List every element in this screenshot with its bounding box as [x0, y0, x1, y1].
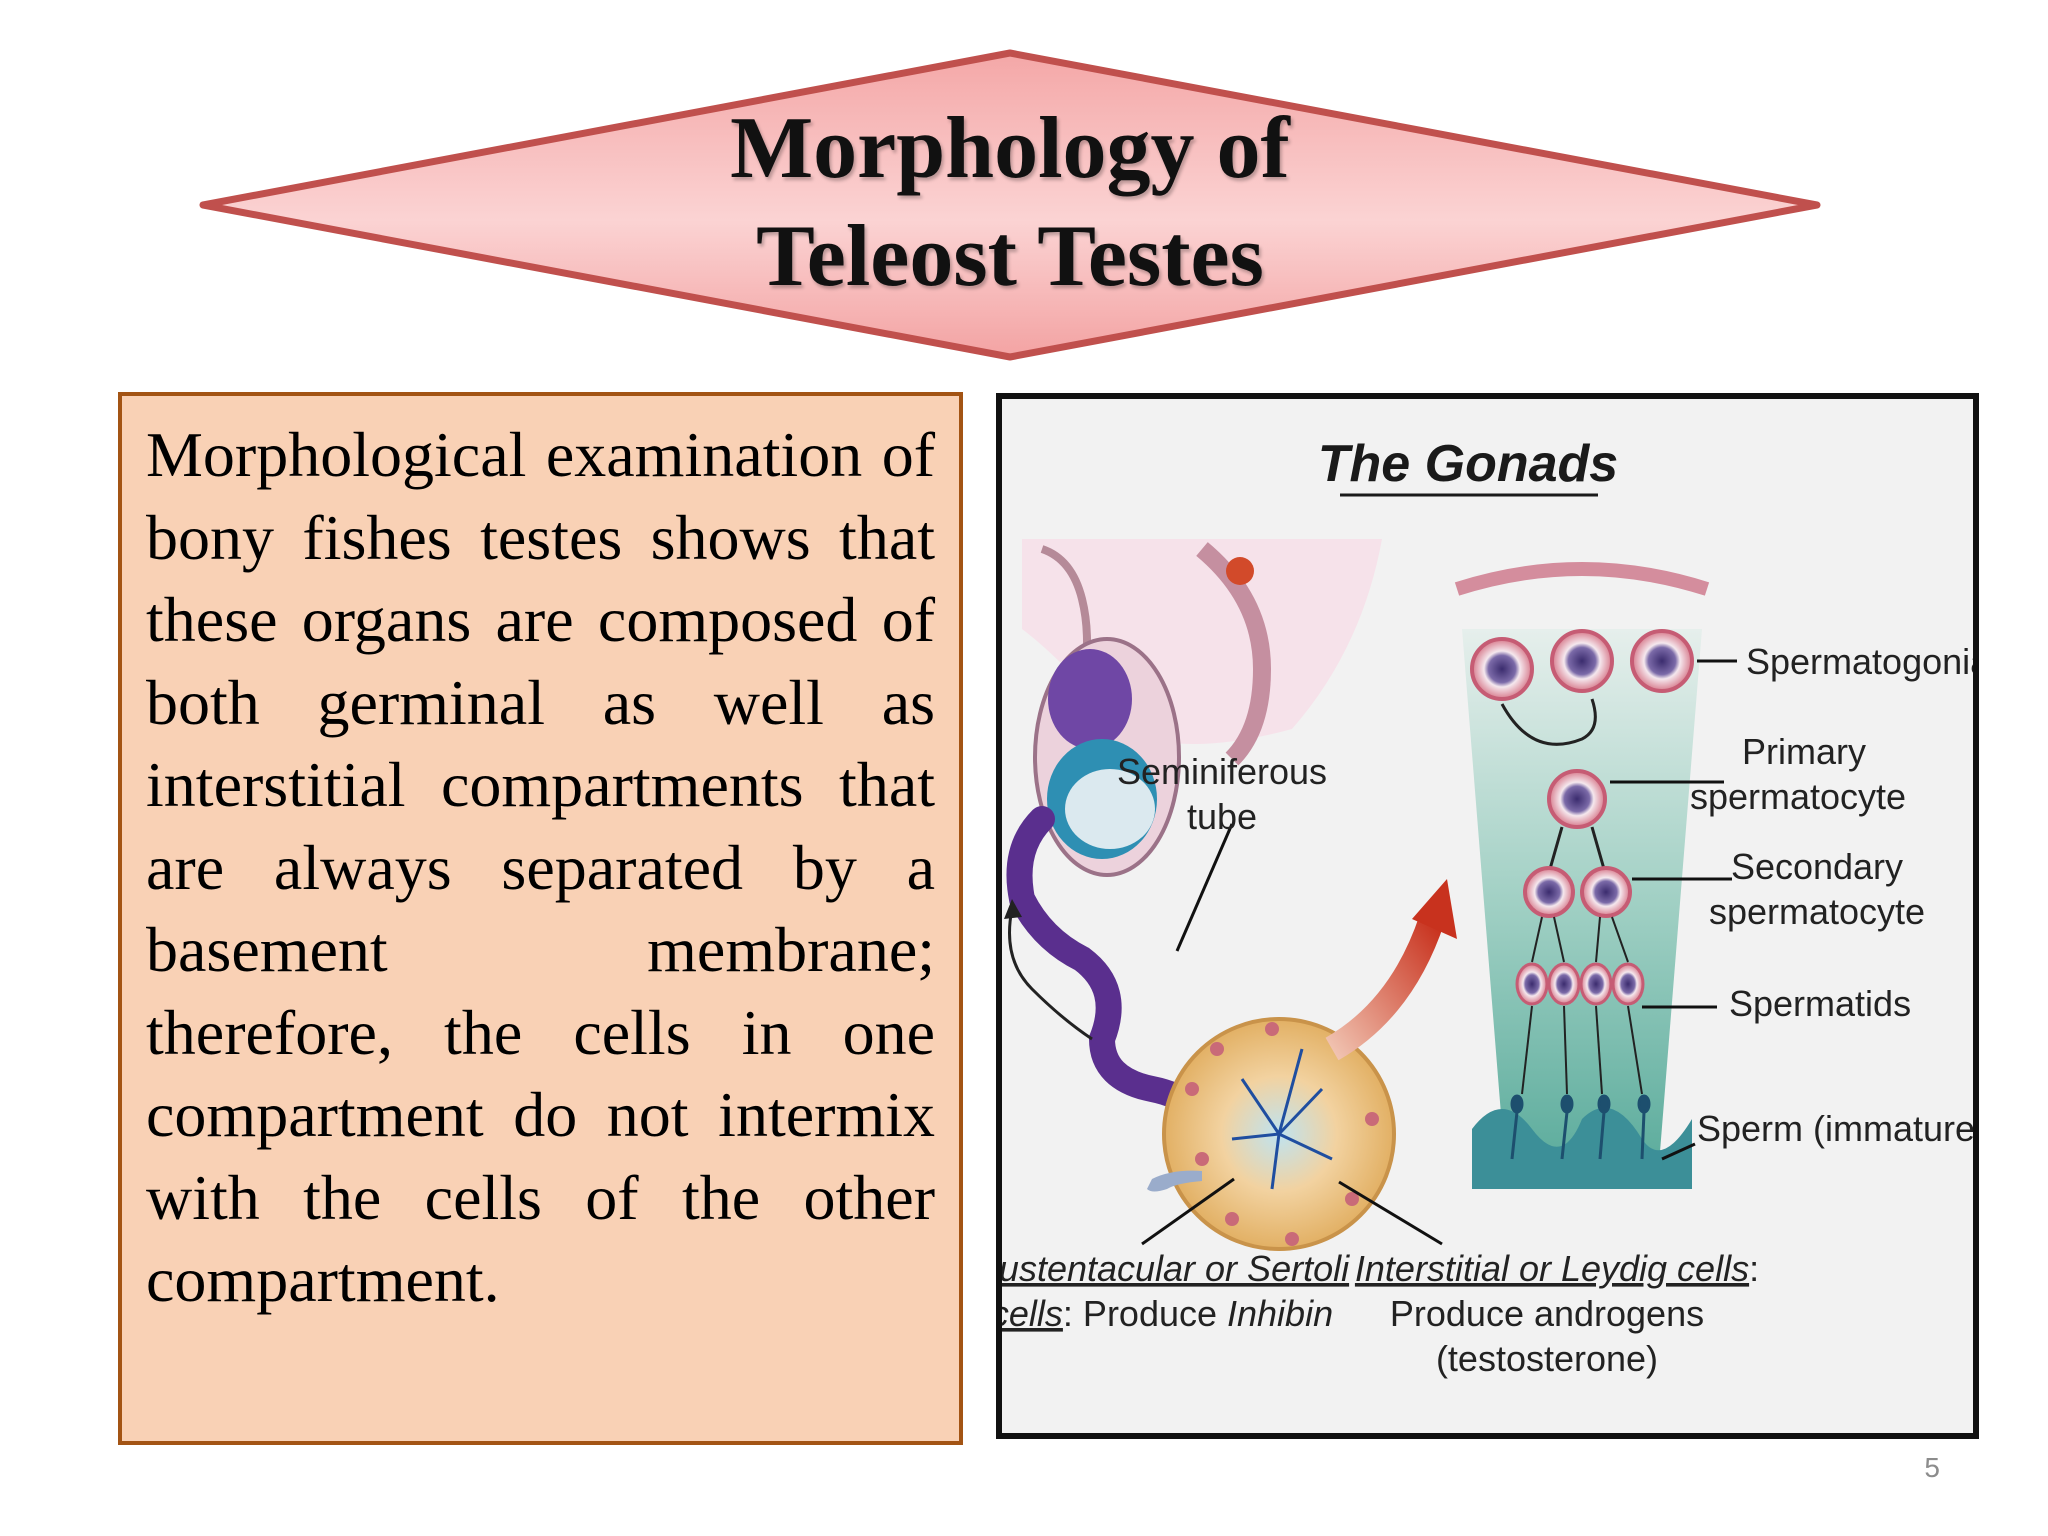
pointing-hand-icon [1147, 1170, 1202, 1192]
body-paragraph: Morphological examination of bony fishes… [146, 419, 935, 1315]
leader-lines [1141, 659, 1737, 1246]
magnify-arrow [1325, 914, 1445, 1061]
label-seminiferous: Seminiferous [1117, 751, 1327, 792]
label-inhibin: Inhibin [1227, 1293, 1333, 1334]
division-line [1548, 826, 1564, 870]
title-diamond-shape [199, 49, 1821, 361]
testis-inner-highlight [1065, 769, 1155, 849]
spermatid-arrows [1521, 916, 1643, 1095]
title-line-1: Morphology of [730, 100, 1290, 197]
label-primary-spermatocyte: spermatocyte [1690, 776, 1906, 817]
spermatogonium-cell [1470, 637, 1534, 701]
epididymis [1048, 649, 1132, 749]
secondary-spermatocyte-cell [1523, 866, 1575, 918]
label-leydig: Interstitial or Leydig cells: [1355, 1248, 1759, 1289]
label-sertoli: Sustentacular or Sertoli [1002, 1248, 1350, 1289]
label-spermatogonia: Spermatogonia [1746, 641, 1973, 682]
sperm-layer [1472, 1107, 1692, 1189]
return-arrowhead [1004, 899, 1022, 919]
secondary-spermatocyte-cell [1580, 866, 1632, 918]
spermatogenesis-wedge [1462, 629, 1702, 1189]
spermatogonium-cell [1550, 629, 1614, 693]
division-arrow [1500, 698, 1597, 746]
primary-spermatocyte-cell [1547, 769, 1607, 829]
label-leydig-cells: Interstitial or Leydig cells [1355, 1248, 1749, 1289]
label-secondary: Secondary [1731, 846, 1903, 887]
body-text-box: Morphological examination of bony fishes… [118, 392, 963, 1445]
label-sperm-immature: Sperm (immature) [1697, 1108, 1973, 1149]
tubule-lumen [1231, 1048, 1333, 1190]
label-spermatids: Spermatids [1729, 983, 1911, 1024]
label-tube: tube [1187, 796, 1257, 837]
slide-number: 5 [1924, 1452, 1940, 1483]
spermatid-cells [1515, 962, 1645, 1006]
magnify-arrowhead [1412, 879, 1457, 939]
division-line [1590, 826, 1606, 870]
spermatogonium-cell [1630, 629, 1694, 693]
label-sertoli-cells: cells [1002, 1293, 1063, 1334]
label-leydig-produce: Produce androgens [1390, 1293, 1704, 1334]
label-primary: Primary [1742, 731, 1866, 772]
return-arrow [1008, 908, 1093, 1041]
label-sertoli-function: cells: Produce Inhibin [1002, 1293, 1333, 1334]
label-testosterone: (testosterone) [1436, 1338, 1658, 1379]
title-line-2: Teleost Testes [756, 208, 1264, 305]
label-leydig-colon: : [1749, 1248, 1759, 1289]
gonads-illustration: The Gonads [1002, 435, 1973, 1379]
slide-title: Morphology of Teleost Testes [600, 95, 1420, 311]
diagram-title: The Gonads [1318, 435, 1618, 493]
vessel-node [1226, 557, 1254, 585]
basement-membrane [1454, 562, 1710, 596]
label-sertoli-produce: : Produce [1063, 1293, 1227, 1334]
gonads-diagram: The Gonads [996, 393, 1979, 1439]
label-secondary-spermatocyte: spermatocyte [1709, 891, 1925, 932]
sperm-cells [1510, 1094, 1651, 1160]
